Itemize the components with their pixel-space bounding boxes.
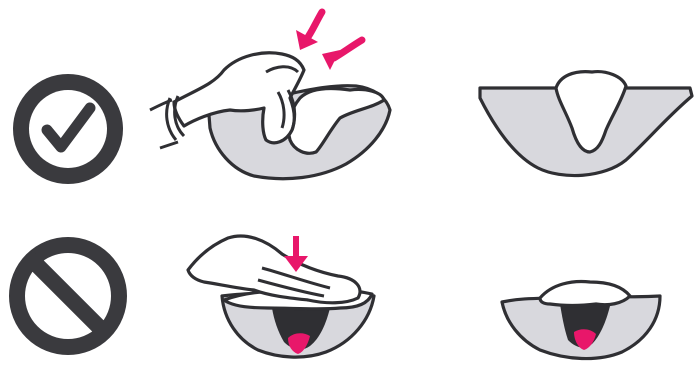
- gauze-packed-deep-panel: [480, 72, 692, 176]
- gauze-on-surface-panel: [502, 282, 660, 359]
- prohibited-icon: [17, 245, 119, 347]
- gauze: [540, 282, 630, 306]
- hand-pressing-surface-panel: [188, 236, 374, 357]
- correct-row: [13, 12, 692, 184]
- check-circle-icon: [13, 74, 123, 184]
- hand: [188, 236, 360, 303]
- push-arrow-icon: [322, 40, 362, 70]
- hand-pushing-gauze-panel: [150, 12, 390, 179]
- push-arrow-icon: [296, 12, 322, 50]
- incorrect-row: [17, 236, 660, 359]
